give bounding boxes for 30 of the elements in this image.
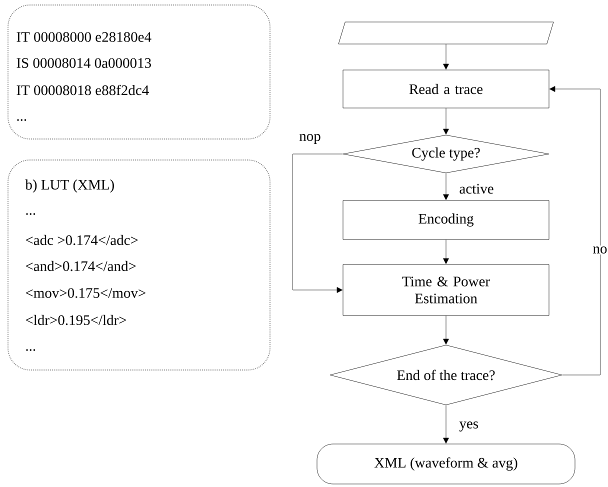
code-line: IT 00008000 e28180e4 bbox=[16, 32, 152, 42]
edge-label: nop bbox=[299, 134, 320, 144]
code-line: IS 00008014 0a000013 bbox=[16, 58, 151, 68]
code-line: <ldr>0.195</ldr> bbox=[26, 314, 126, 326]
process-box: Encoding bbox=[342, 200, 550, 240]
code-line: IT 00008018 e88f2dc4 bbox=[16, 84, 149, 96]
code-line: <and>0.174</and> bbox=[26, 260, 136, 272]
arrow bbox=[443, 240, 449, 264]
arrow bbox=[443, 173, 449, 200]
edge-label: no bbox=[593, 246, 607, 254]
arrow bbox=[292, 154, 343, 293]
process-box: Time & Power Estimation bbox=[342, 264, 550, 316]
edge-label: yes bbox=[459, 422, 478, 432]
dashed-panel bbox=[8, 160, 270, 370]
terminal-box: XML (waveform & avg) bbox=[316, 444, 576, 484]
code-line: <adc >0.174</adc> bbox=[26, 234, 138, 246]
code-line: ... bbox=[26, 349, 36, 351]
arrow bbox=[443, 108, 449, 135]
code-line: <mov>0.175</mov> bbox=[26, 288, 146, 298]
arrow bbox=[443, 44, 449, 70]
arrow bbox=[549, 86, 600, 376]
code-line: ... bbox=[17, 119, 26, 121]
dashed-panel bbox=[8, 4, 270, 140]
code-line: ... bbox=[26, 213, 36, 215]
input-parallelogram bbox=[338, 22, 554, 44]
arrow bbox=[443, 405, 449, 444]
edge-label: active bbox=[460, 184, 494, 194]
process-box: Read a trace bbox=[342, 70, 550, 108]
arrow bbox=[443, 316, 449, 345]
code-line: b) LUT (XML) bbox=[25, 179, 114, 193]
